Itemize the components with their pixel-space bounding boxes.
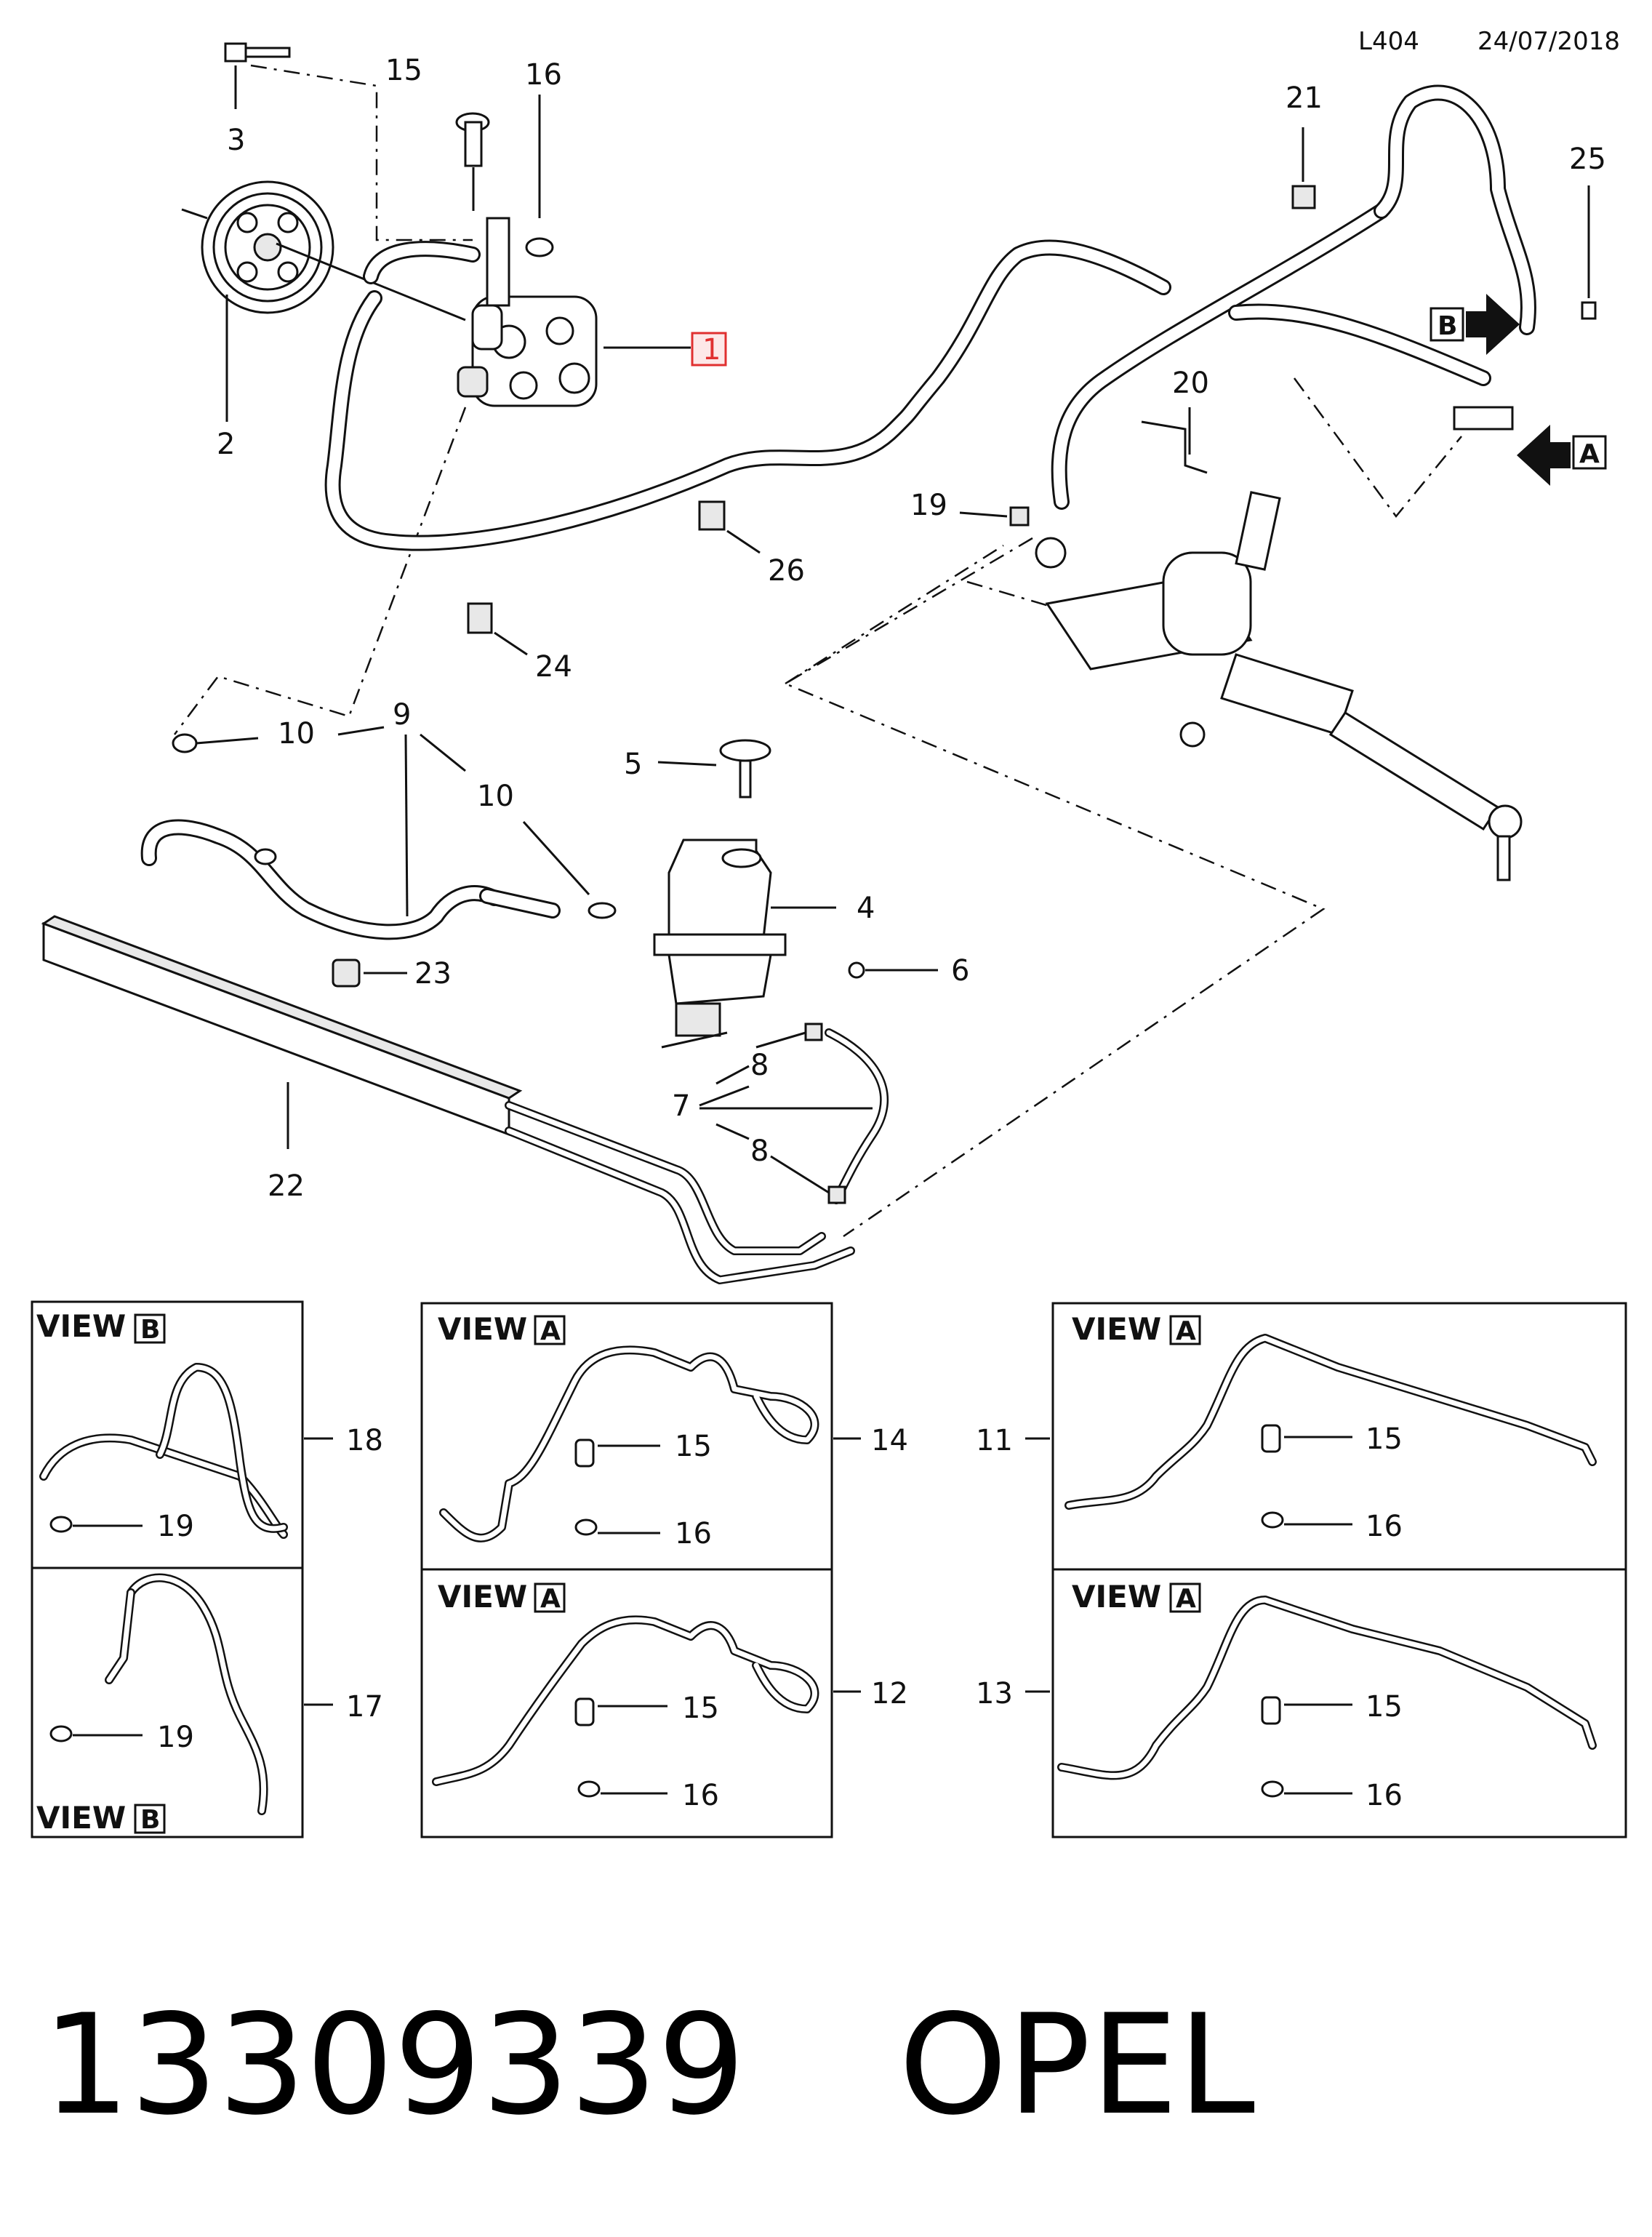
callout-1: 1 (702, 333, 721, 367)
clip-19-main (1009, 506, 1030, 527)
steering-pump (455, 112, 598, 407)
svg-text:VIEW: VIEW (438, 1579, 527, 1614)
clip-21 (1291, 185, 1316, 209)
view-panel-12: VIEW A 15 16 (420, 1568, 833, 1838)
svg-text:A: A (1176, 1584, 1196, 1614)
view-14-callout-16: 16 (675, 1517, 712, 1550)
callout-17: 17 (346, 1690, 383, 1724)
bolt-25 (1581, 301, 1597, 320)
view-11-callout-15: 15 (1366, 1422, 1403, 1456)
svg-text:A: A (540, 1584, 561, 1614)
svg-text:VIEW: VIEW (1072, 1311, 1161, 1347)
callout-6: 6 (951, 954, 969, 988)
view-panel-18: VIEW B 19 (31, 1300, 304, 1569)
callout-2: 2 (217, 428, 235, 461)
callout-5: 5 (624, 748, 642, 781)
clip-23 (332, 959, 361, 988)
cap-5 (719, 739, 771, 799)
view-panel-11: VIEW A 15 16 (1051, 1302, 1627, 1571)
view-18-callout-19: 19 (157, 1510, 194, 1543)
callout-7: 7 (672, 1089, 690, 1123)
svg-text:A: A (1579, 439, 1600, 469)
arrow-a: A (1517, 425, 1607, 486)
callout-14: 14 (871, 1424, 908, 1457)
callout-11: 11 (976, 1424, 1013, 1457)
clip-24 (467, 602, 493, 634)
callout-23: 23 (414, 957, 452, 991)
svg-text:B: B (140, 1315, 160, 1345)
callout-9: 9 (393, 698, 411, 732)
callout-24: 24 (535, 650, 572, 684)
bracket-20 (1141, 420, 1208, 474)
clip-26 (698, 500, 726, 531)
callout-13: 13 (976, 1677, 1013, 1710)
view-12-callout-15: 15 (682, 1692, 719, 1725)
view-14-callout-15: 15 (675, 1430, 712, 1463)
callout-12: 12 (871, 1677, 908, 1710)
view-11-callout-16: 16 (1366, 1510, 1403, 1543)
view-panel-17: 19 VIEW B (31, 1566, 304, 1838)
view-12-callout-16: 16 (682, 1779, 719, 1812)
hose-clips (172, 733, 846, 1204)
svg-text:B: B (1438, 311, 1457, 341)
bolt-3 (224, 42, 291, 63)
callout-8-bottom: 8 (750, 1134, 769, 1168)
view-panel-14: VIEW A 15 16 (420, 1302, 833, 1571)
svg-text:VIEW: VIEW (438, 1311, 527, 1347)
arrow-b: B (1430, 294, 1520, 355)
view-17-callout-19: 19 (157, 1721, 194, 1754)
diagram-date: 24/07/2018 (1477, 27, 1620, 56)
callout-1-highlight (691, 332, 727, 367)
brand-name: OPEL (899, 1985, 1255, 2145)
reservoir (653, 839, 787, 1037)
main-hoses (324, 84, 1536, 551)
callout-8-top: 8 (750, 1049, 769, 1082)
svg-text:A: A (1176, 1316, 1196, 1346)
pulley (181, 180, 466, 321)
diagram-code: L404 (1358, 27, 1419, 56)
svg-text:B: B (140, 1805, 160, 1835)
view-panel-13: VIEW A 15 16 (1051, 1568, 1627, 1838)
svg-text:VIEW: VIEW (1072, 1579, 1161, 1614)
callout-20: 20 (1172, 367, 1209, 400)
steering-rack (1035, 491, 1523, 881)
callout-22: 22 (268, 1169, 305, 1203)
callout-3: 3 (227, 124, 245, 157)
lower-hoses (140, 819, 889, 1204)
callout-25: 25 (1569, 143, 1606, 176)
callout-4: 4 (857, 892, 875, 925)
pipe-flange (1453, 406, 1514, 431)
view-13-callout-15: 15 (1366, 1690, 1403, 1724)
callout-10-right: 10 (477, 780, 514, 813)
callout-21: 21 (1286, 81, 1323, 115)
oil-cooler (41, 915, 855, 1284)
callout-26: 26 (768, 554, 805, 588)
screw-6 (848, 961, 865, 979)
view-13-callout-16: 16 (1366, 1779, 1403, 1812)
callout-19-main: 19 (910, 489, 947, 522)
callout-16-main: 16 (525, 58, 562, 92)
svg-text:VIEW: VIEW (36, 1308, 126, 1344)
svg-text:VIEW: VIEW (36, 1800, 126, 1836)
svg-text:A: A (540, 1316, 561, 1346)
callout-10-left: 10 (278, 717, 315, 751)
callout-18: 18 (346, 1424, 383, 1457)
part-number: 13309339 (42, 1985, 745, 2145)
callout-15-main: 15 (385, 54, 422, 87)
